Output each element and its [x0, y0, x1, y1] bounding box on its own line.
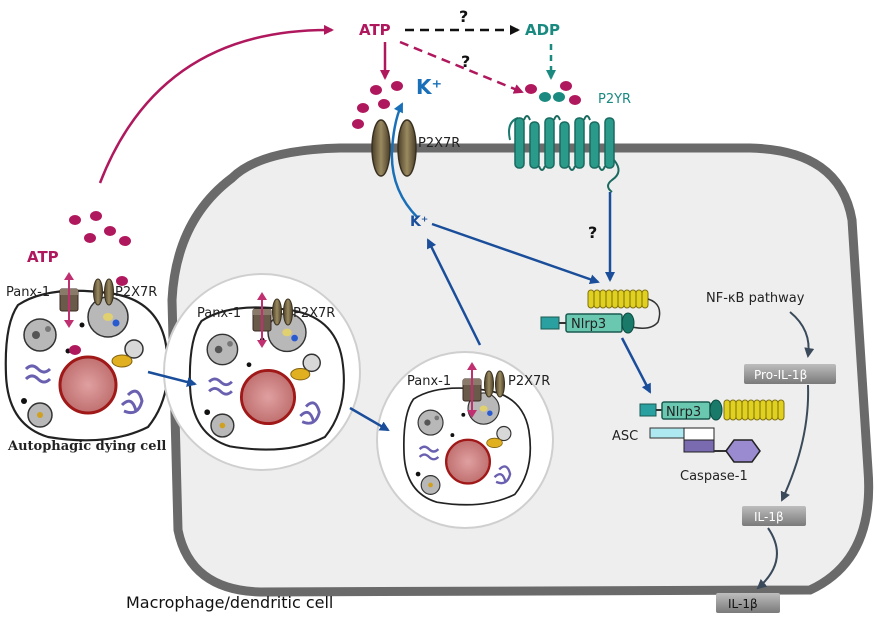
- k-plus-label-small: K⁺: [410, 214, 428, 230]
- adp-label: ADP: [525, 21, 560, 39]
- atp-dots-top: [352, 81, 403, 129]
- question-mark-atp-p2yr: ?: [461, 52, 470, 71]
- il1b-outer-box: [716, 593, 780, 613]
- atp-dots-p2yr: [525, 81, 581, 105]
- nlrp3-receptor: [540, 289, 661, 334]
- p2x7r-label-left: P2X7R: [115, 285, 157, 300]
- arrow-atp-release: [98, 24, 334, 184]
- p2x7r-membrane-label: P2X7R: [418, 136, 460, 151]
- arrow-phagosome-to-k: [426, 238, 482, 346]
- arrow-nfkb-to-proil1b: [789, 311, 815, 358]
- arrow-il1b-secretion: [756, 527, 778, 590]
- arrow-k-to-nlrp3: [431, 222, 600, 285]
- p2x7r-label-middle: P2X7R: [293, 306, 335, 321]
- autophagic-dying-cell: [4, 289, 170, 442]
- p2yr-label: P2YR: [598, 92, 631, 107]
- panx1-label-left: Panx-1: [6, 285, 50, 300]
- k-plus-label-large: K⁺: [416, 75, 442, 99]
- arrow-k-efflux: [390, 102, 419, 219]
- question-mark-p2yr-nlrp3: ?: [588, 223, 597, 242]
- il1b-inner-box: [742, 506, 806, 526]
- autophagic-cell-caption: Autophagic dying cell: [7, 439, 166, 454]
- atp-label-left: ATP: [27, 248, 59, 266]
- panx1-label-inner: Panx-1: [407, 374, 451, 389]
- il1b-outer-label: IL-1β: [728, 597, 758, 611]
- arrow-engulf-1: [147, 370, 197, 387]
- arrow-engulf-2: [349, 406, 390, 432]
- p2x7r-membrane-channel: [371, 119, 417, 177]
- il1b-inner-label: IL-1β: [754, 510, 784, 524]
- pro-il1b-box: [744, 364, 836, 384]
- question-mark-atp-adp: ?: [459, 7, 468, 26]
- asc-label: ASC: [612, 429, 638, 444]
- nlrp3-receptor-label: Nlrp3: [571, 317, 606, 332]
- p2x7r-label-inner: P2X7R: [508, 374, 550, 389]
- nlrp3-complex-label: Nlrp3: [666, 405, 701, 420]
- atp-dots-left: [69, 211, 131, 355]
- arrow-atp-to-p2yr: [399, 40, 524, 94]
- arrow-nlrp3-to-complex: [620, 337, 652, 394]
- nfkb-pathway-label: NF-κB pathway: [706, 291, 805, 306]
- panx1-label-middle: Panx-1: [197, 306, 241, 321]
- nlrp3-inflammasome: [639, 399, 785, 463]
- caspase1-label: Caspase-1: [680, 469, 748, 484]
- pro-il1b-label: Pro-IL-1β: [754, 368, 807, 382]
- adp-dots-p2yr: [539, 92, 565, 102]
- macrophage-cell: [167, 143, 874, 597]
- engulfed-cell-inner: [402, 386, 532, 506]
- arrow-proil1b-to-il1b: [780, 384, 810, 502]
- atp-label-top: ATP: [359, 21, 391, 39]
- p2yr-receptor: [508, 115, 620, 193]
- macrophage-caption: Macrophage/dendritic cell: [126, 593, 333, 612]
